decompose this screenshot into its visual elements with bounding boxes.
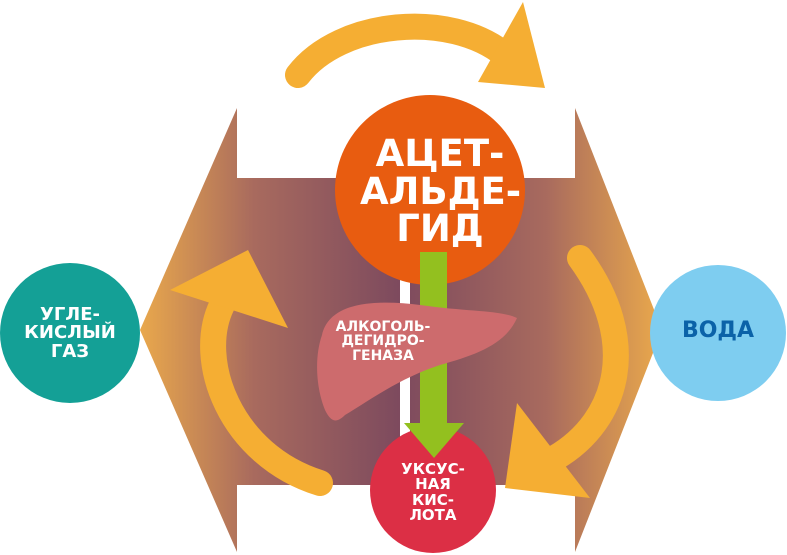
divider-line [400,280,410,485]
top-cycle-arrow-icon [285,13,518,88]
acetaldehyde-label: АЦЕТ- АЛЬДЕ- ГИД [360,132,522,251]
left-cycle-arrow-icon [200,292,333,496]
right-cycle-arrow-icon [542,245,629,471]
co2-circle [0,263,140,403]
liver-icon [317,302,517,421]
top-arrowhead [478,2,545,88]
co2-label: УГЛЕ- КИСЛЫЙ ГАЗ [24,304,116,362]
acetaldehyde-circle [335,95,525,285]
acetic-acid-circle [370,427,496,553]
enzyme-label: АЛКОГОЛЬ- ДЕГИДРО- ГЕНАЗА [335,319,431,364]
left-arrowhead [170,250,288,328]
acetic-acid-label: УКСУС- НАЯ КИС- ЛОТА [401,460,465,524]
water-label: ВОДА [681,318,755,343]
water-circle [650,265,786,401]
right-arrowhead [505,403,590,498]
enzyme-arrowhead [404,423,464,458]
